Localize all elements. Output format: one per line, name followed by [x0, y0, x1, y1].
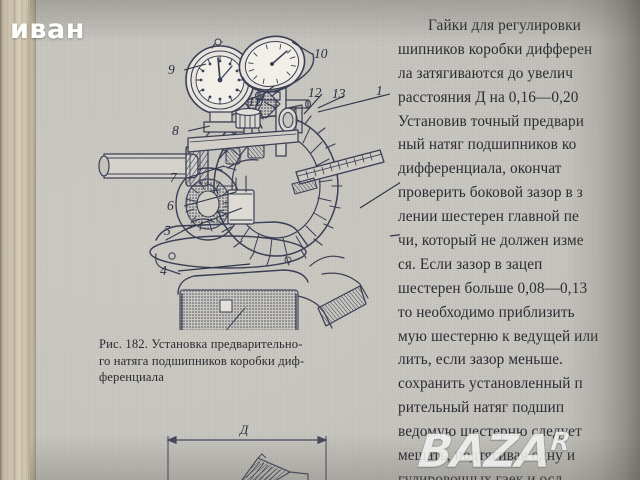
svg-text:11: 11 — [248, 94, 261, 109]
text-line: мую шестерню к ведущей или — [398, 327, 599, 345]
watermark-bazar-suffix: R — [548, 427, 572, 458]
text-line: лении шестерен главной пе — [398, 208, 579, 226]
text-line: мещать, подтягивая одну и — [398, 447, 576, 465]
svg-text:6: 6 — [167, 198, 174, 213]
text-line: дифференциала, окончат — [398, 160, 562, 178]
text-line: сохранить установленный п — [398, 375, 583, 393]
text-line: чи, который не должен изме — [398, 232, 584, 250]
subfigure-dimension-diagram: Д — [150, 422, 380, 480]
svg-text:9: 9 — [168, 62, 175, 77]
text-line: ный натяг подшипников ко — [398, 136, 577, 154]
body-text-column: Гайки для регулировки шипников коробки ди… — [398, 14, 640, 480]
svg-text:13: 13 — [332, 86, 346, 101]
text-line: рительный натяг подшип — [398, 399, 565, 417]
svg-text:7: 7 — [170, 170, 178, 185]
text-line: лить, если зазор меньше. — [398, 351, 564, 369]
figure-caption: Рис. 182. Установка предварительно- го н… — [99, 336, 389, 386]
text-line: расстояния Д на 0,16—0,20 — [398, 88, 579, 106]
figure-182-illustration: 1 2 3 4 5 6 7 8 9 10 11 12 13 — [60, 8, 400, 330]
caption-line-2: го натяга подшипников коробки диф- — [99, 353, 305, 368]
watermark-bazar: BAZAR — [415, 424, 572, 479]
book-gutter — [0, 0, 36, 480]
dimension-label-d: Д — [238, 424, 249, 437]
text-line: гулировочных гаек и осл — [398, 470, 563, 480]
svg-text:12: 12 — [308, 85, 322, 100]
watermark-bazar-main: BAZA — [415, 424, 553, 479]
caption-line-1: Рис. 182. Установка предварительно- — [99, 337, 303, 351]
text-line: шипников коробки дифферен — [398, 40, 593, 58]
text-line: ла затягиваются до увелич — [398, 64, 574, 82]
svg-text:8: 8 — [172, 123, 179, 138]
svg-text:1: 1 — [376, 83, 383, 98]
svg-text:10: 10 — [314, 46, 328, 61]
text-line: Гайки для регулировки — [428, 17, 581, 34]
text-line: то необходимо приблизить — [398, 303, 575, 321]
text-line: проверить боковой зазор в з — [398, 184, 583, 202]
svg-text:5: 5 — [164, 223, 171, 238]
text-line: Установив точный предвари — [398, 112, 584, 130]
text-line: шестерен больше 0,08—0,13 — [398, 279, 588, 297]
svg-text:4: 4 — [160, 263, 167, 278]
paper-sheet — [30, 0, 640, 480]
text-line: ведомую шестерню следует — [398, 423, 582, 441]
text-line: ся. Если зазор в зацеп — [398, 255, 543, 273]
caption-line-3: ференциала — [99, 370, 164, 385]
watermark-ivan: иван — [10, 14, 85, 45]
